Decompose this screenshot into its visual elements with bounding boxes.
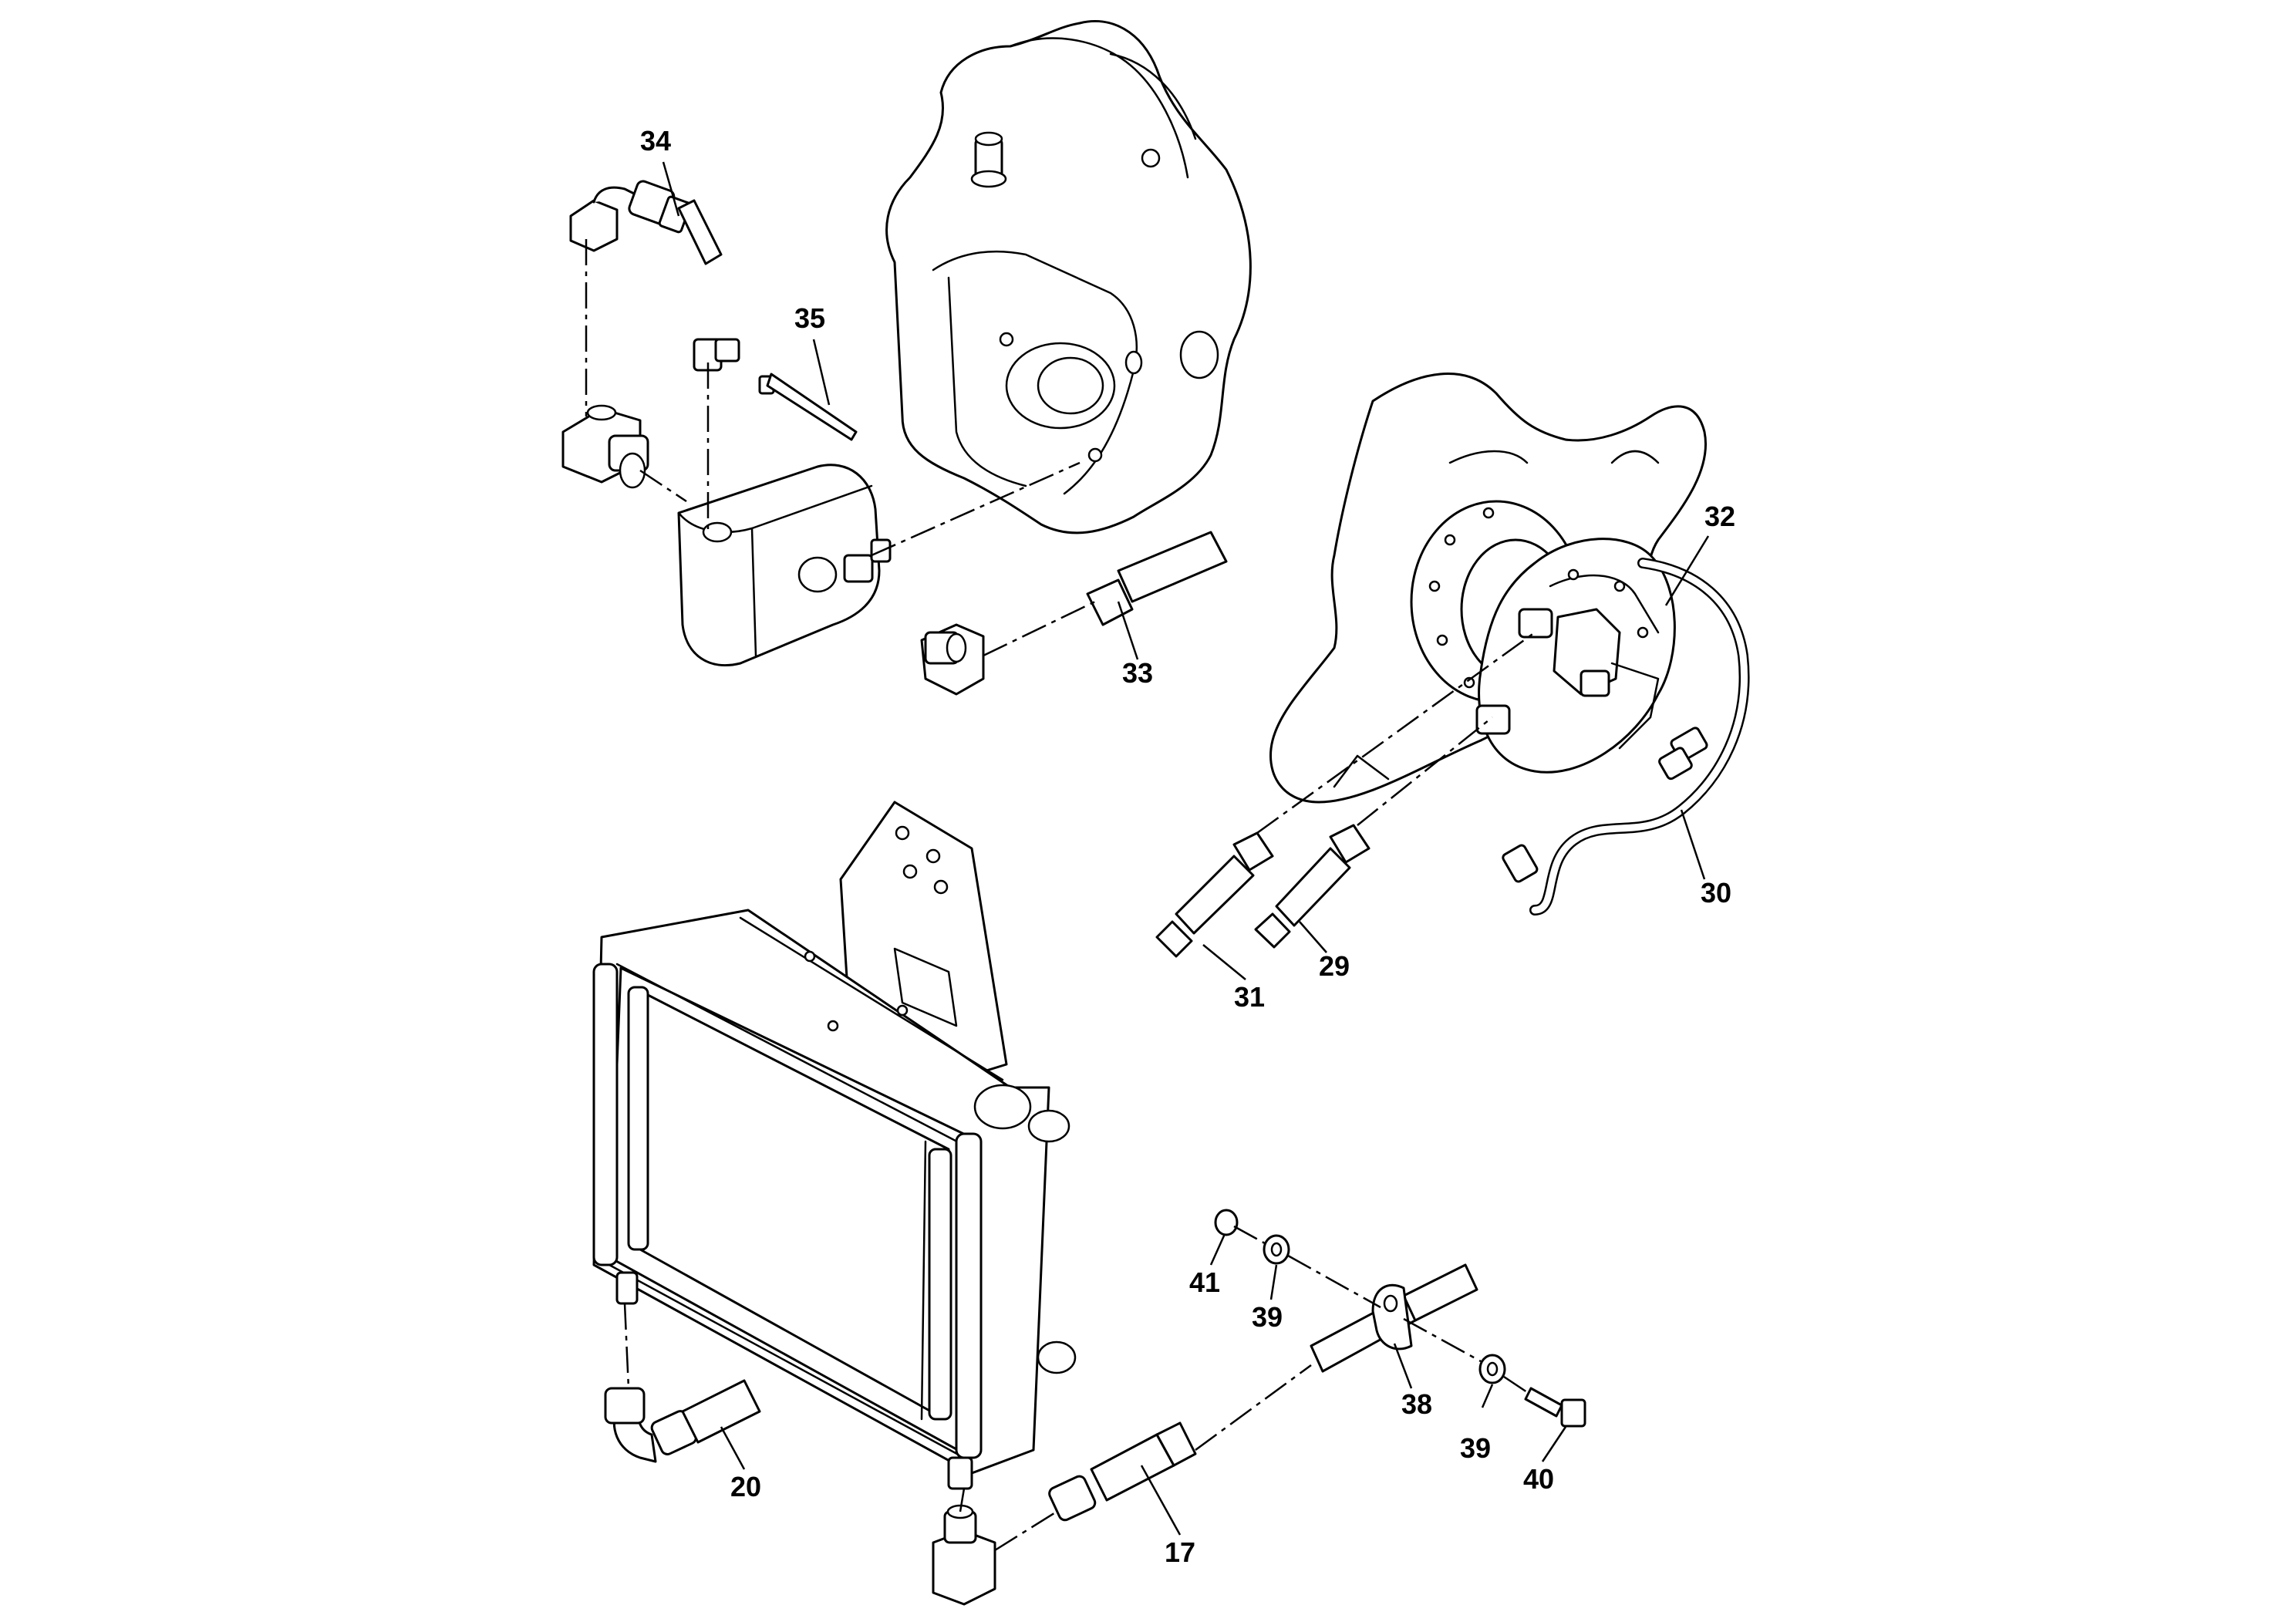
elbow-fitting-cooler-bottom[interactable] [932,1504,996,1606]
pipe-clamp-38[interactable] [1310,1263,1478,1373]
hose-31[interactable] [1155,831,1274,958]
callout-32: 32 [1704,501,1735,532]
hose-17[interactable] [1047,1421,1197,1522]
leader-lines [662,161,1710,1536]
callout-34: 34 [640,125,671,157]
hose-33[interactable] [1086,531,1228,626]
callout-41: 41 [1189,1266,1220,1298]
callout-39-upper: 39 [1252,1301,1283,1333]
callout-39-lower: 39 [1460,1432,1491,1464]
washer-39-upper[interactable] [1263,1234,1290,1265]
valve-block[interactable] [677,464,892,667]
washer-39-lower[interactable] [1478,1354,1506,1384]
assembly-axes [585,239,1536,1552]
callout-labels: 34 35 33 32 30 29 31 41 39 38 39 40 20 1… [640,125,1735,1568]
elbow-fitting-block-top[interactable] [561,404,649,489]
hose-32-30[interactable] [1502,558,1750,916]
hydraulic-motor[interactable] [1475,538,1676,774]
hose-34[interactable] [677,199,723,265]
callout-17: 17 [1165,1536,1195,1568]
gear-housing-plate[interactable] [885,20,1252,534]
callout-20: 20 [730,1471,761,1502]
sensor-elbow-35[interactable] [693,338,858,441]
callout-33: 33 [1122,657,1153,689]
elbow-fitting-upper[interactable] [569,180,692,252]
callout-30: 30 [1701,877,1731,909]
callout-31: 31 [1234,981,1265,1013]
elbow-fitting-block-bottom[interactable] [920,623,985,696]
callout-40: 40 [1523,1463,1554,1495]
oil-cooler[interactable] [592,909,1077,1490]
callout-29: 29 [1319,950,1350,982]
nut-41[interactable] [1214,1209,1239,1236]
hose-20[interactable] [604,1379,761,1463]
callout-38: 38 [1401,1388,1432,1420]
bolt-40[interactable] [1524,1387,1586,1428]
hose-29[interactable] [1254,824,1371,949]
callout-35: 35 [794,302,825,334]
